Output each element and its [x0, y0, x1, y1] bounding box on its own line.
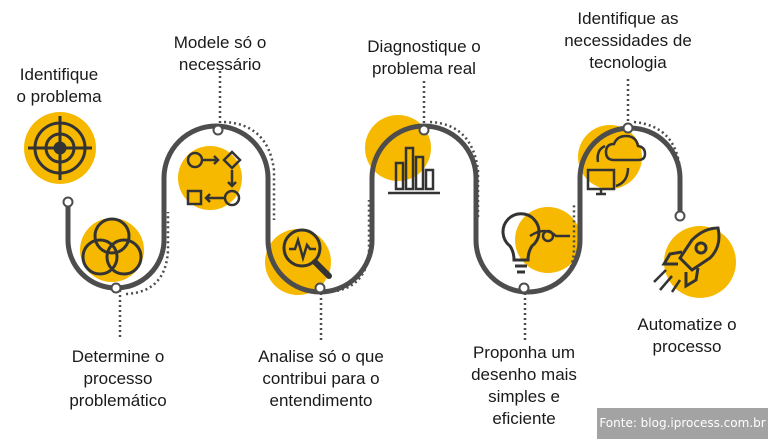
lightbulb-icon: [501, 212, 570, 274]
step-label-analyze: Analise só o que contribui para o entend…: [258, 347, 384, 410]
bar-chart-icon: [388, 146, 440, 195]
source-caption: Fonte: blog.iprocess.com.br: [597, 408, 768, 439]
process-path: [65, 123, 683, 295]
step-label-automate: Automatize o processo: [637, 315, 737, 356]
step-label-technology-needs: Identifique as necessidades de tecnologi…: [564, 9, 692, 72]
magnifier-analysis-icon: [282, 228, 332, 279]
step-label-determine-process: Determine o processo problemático: [69, 347, 167, 410]
venn-circles-icon: [81, 217, 143, 276]
accent-circles: [24, 112, 736, 298]
flowchart-icon: [186, 150, 242, 207]
step-label-identify-problem: Identifique o problema: [16, 65, 102, 106]
cloud-computer-icon: [586, 134, 647, 196]
step-label-diagnose: Diagnostique o problema real: [367, 37, 481, 78]
step-label-model-necessary: Modele só o necessário: [173, 33, 267, 74]
step-label-propose-design: Proponha um desenho mais simples e efici…: [471, 343, 577, 428]
step-nodes: [62, 122, 686, 294]
target-icon: [28, 116, 92, 180]
rocket-icon: [653, 226, 721, 293]
